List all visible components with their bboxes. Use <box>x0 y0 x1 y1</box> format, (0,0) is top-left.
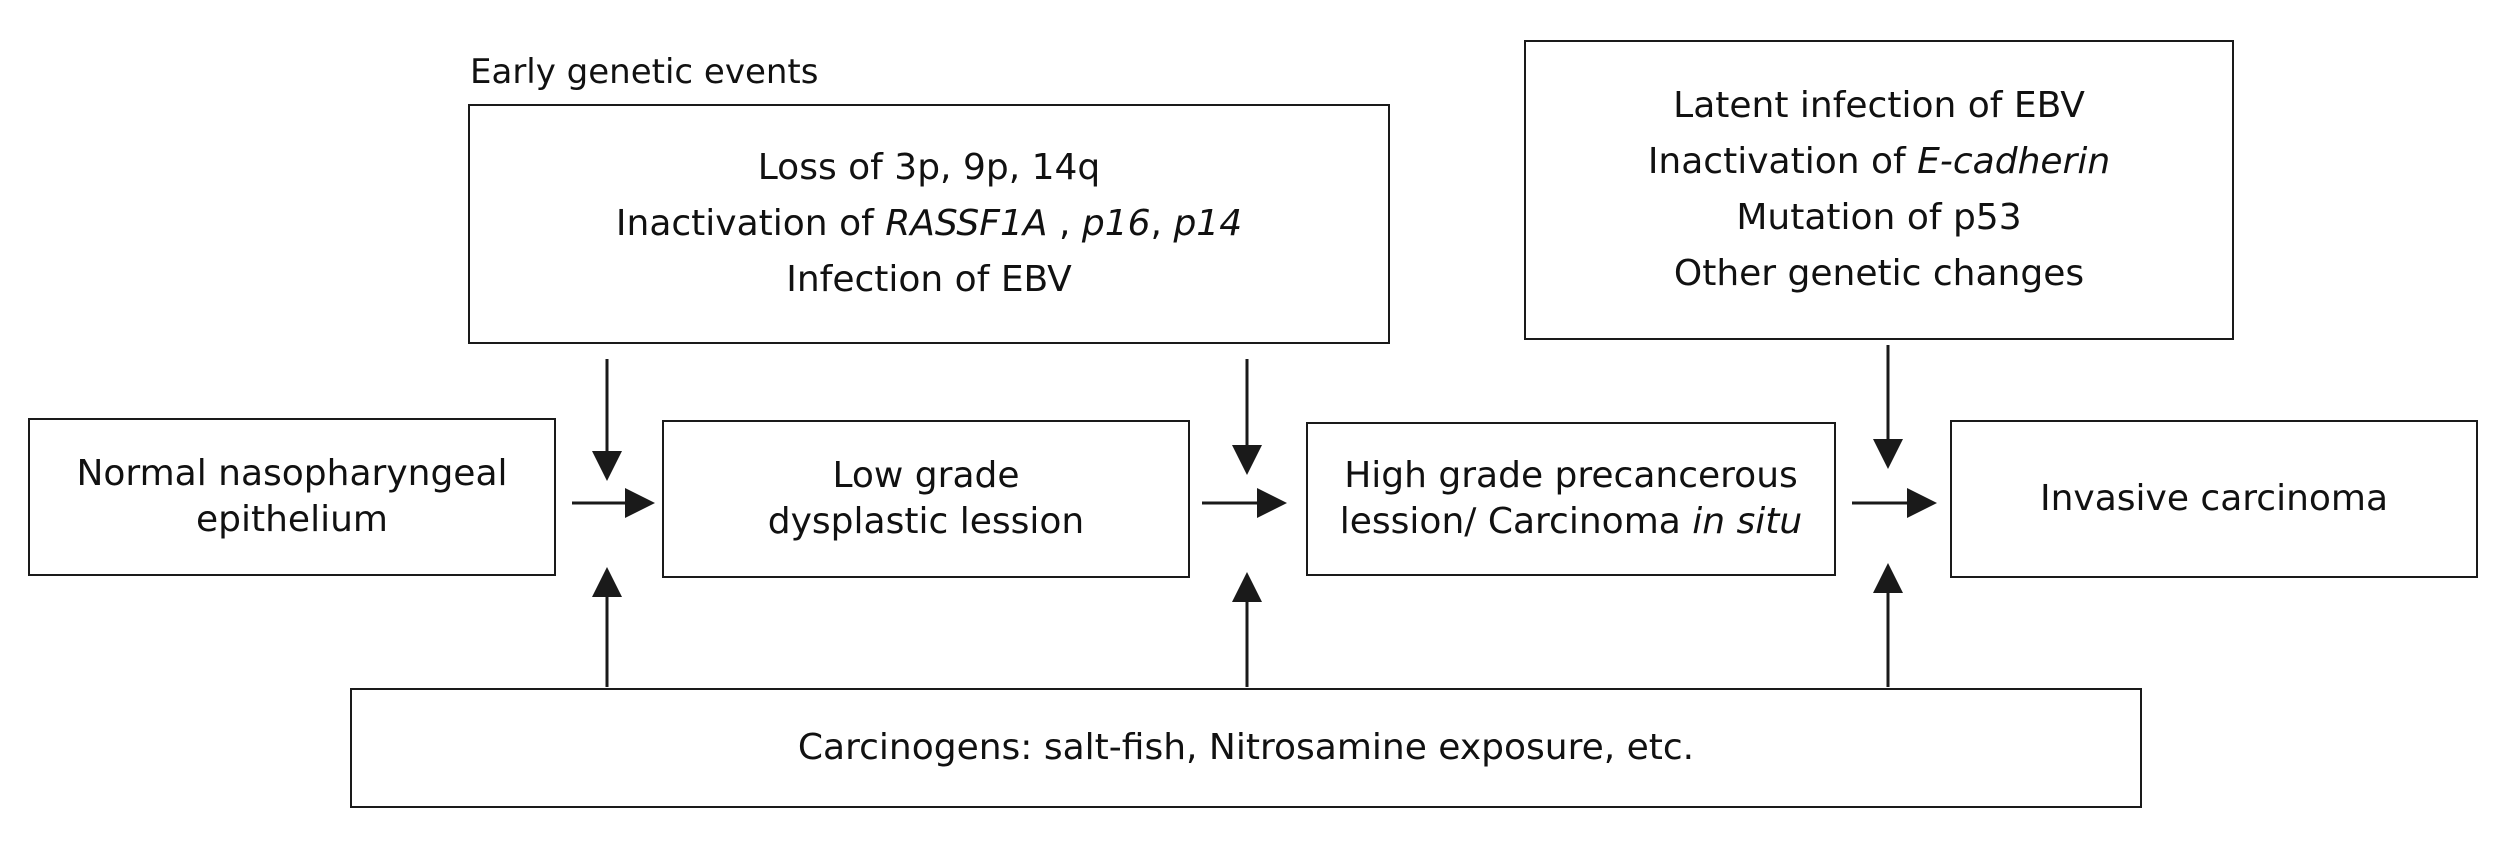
gene-rassf1a: RASSF1A <box>885 203 1048 244</box>
stage-high-line2: lession/ Carcinoma in situ <box>1340 499 1802 545</box>
late-line-latent-ebv: Latent infection of EBV <box>1673 85 2085 126</box>
late-inactivation-prefix: Inactivation of <box>1647 141 1918 182</box>
early-genetic-events-box: Loss of 3p, 9p, 14q Inactivation of RASS… <box>468 104 1390 344</box>
late-line-inactivation: Inactivation of E-cadherin <box>1648 134 2110 190</box>
early-inactivation-prefix: Inactivation of <box>615 203 886 244</box>
gene-p16: p16 <box>1081 203 1151 244</box>
early-sep-2: , <box>1150 203 1174 244</box>
stage-low-line1: Low grade <box>832 455 1020 496</box>
gene-e-cadherin: E-cadherin <box>1917 141 2111 182</box>
stage-high-line2-prefix: lession/ Carcinoma <box>1339 501 1693 542</box>
stage-high-in-situ: in situ <box>1692 501 1803 542</box>
late-line-other: Other genetic changes <box>1673 253 2085 294</box>
stage-low-line2: dysplastic lession <box>767 501 1085 542</box>
early-line-loss: Loss of 3p, 9p, 14q <box>757 147 1101 188</box>
stage-normal-line2: epithelium <box>196 499 388 540</box>
early-sep-1: , <box>1047 203 1082 244</box>
early-line-ebv: Infection of EBV <box>786 259 1072 300</box>
early-line-inactivation: Inactivation of RASSF1A , p16, p14 <box>616 196 1242 252</box>
carcinogens-box: Carcinogens: salt-fish, Nitrosamine expo… <box>350 688 2142 808</box>
stage-invasive-line1: Invasive carcinoma <box>2039 478 2389 519</box>
stage-invasive-carcinoma: Invasive carcinoma <box>1950 420 2478 578</box>
stage-normal-epithelium: Normal nasopharyngeal epithelium <box>28 418 556 576</box>
carcinogens-text: Carcinogens: salt-fish, Nitrosamine expo… <box>797 727 1695 768</box>
stage-high-grade-carcinoma-in-situ: High grade precancerous lession/ Carcino… <box>1306 422 1836 576</box>
late-genetic-events-box: Latent infection of EBV Inactivation of … <box>1524 40 2234 340</box>
stage-high-line1: High grade precancerous <box>1344 455 1798 496</box>
late-line-p53: Mutation of p53 <box>1736 197 2022 238</box>
gene-p14: p14 <box>1173 203 1243 244</box>
early-events-heading: Early genetic events <box>470 52 819 92</box>
stage-low-grade-dysplasia: Low grade dysplastic lession <box>662 420 1190 578</box>
stage-normal-line1: Normal nasopharyngeal <box>76 453 508 494</box>
